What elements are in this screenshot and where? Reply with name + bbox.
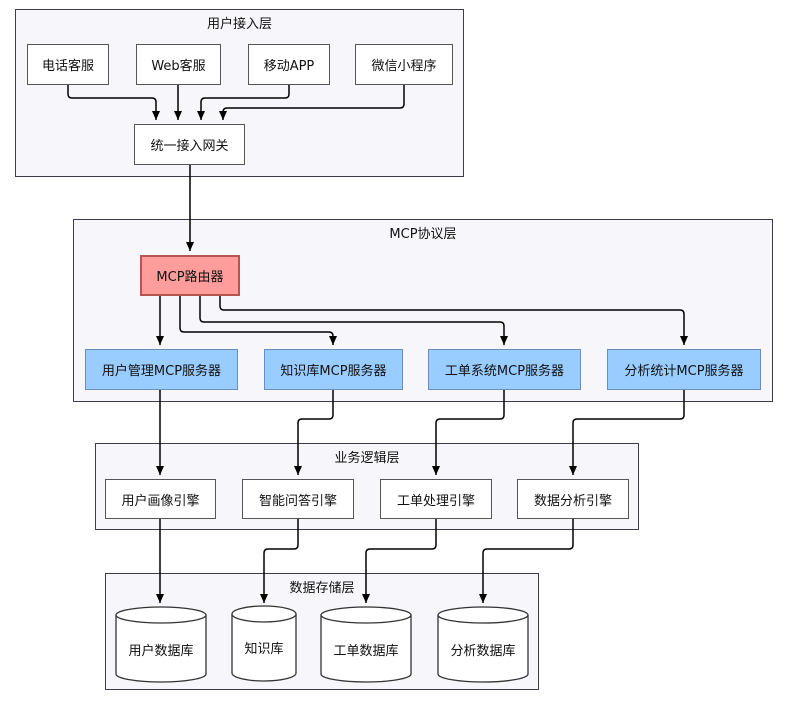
user-profile-engine-node[interactable]: 用户画像引擎 <box>105 479 216 519</box>
mobile-app-label: 移动APP <box>263 59 315 74</box>
analytics-db-label: 分析数据库 <box>450 643 516 659</box>
ticket-db-label: 工单数据库 <box>333 643 399 659</box>
user-db-cylinder <box>115 606 207 683</box>
smart-qa-engine-node[interactable]: 智能问答引擎 <box>242 479 354 519</box>
mcp-layer-title: MCP协议层 <box>389 227 457 242</box>
kb-db-node[interactable]: 知识库 <box>232 628 296 666</box>
kb-db-label: 知识库 <box>244 641 284 657</box>
user-db-label: 用户数据库 <box>128 643 194 659</box>
mcp-router-label: MCP路由器 <box>156 270 224 285</box>
ticket-engine-node[interactable]: 工单处理引擎 <box>380 479 492 519</box>
edge-router-analytics <box>219 296 688 345</box>
unified-gateway-node[interactable]: 统一接入网关 <box>134 124 245 165</box>
web-service-label: Web客服 <box>151 59 206 74</box>
access-layer-title: 用户接入层 <box>206 17 272 32</box>
ticket-db-node[interactable]: 工单数据库 <box>321 630 411 668</box>
edge-analyticsengine-analyticsdb <box>479 519 574 603</box>
phone-service-label: 电话客服 <box>41 59 94 74</box>
edge-phone-gateway <box>67 85 160 120</box>
phone-service-node[interactable]: 电话客服 <box>27 44 109 85</box>
storage-layer-title: 数据存储层 <box>289 581 355 596</box>
analytics-mcp-server-label: 分析统计MCP服务器 <box>624 364 744 379</box>
ticket-mcp-server-label: 工单系统MCP服务器 <box>444 364 565 379</box>
mobile-app-node[interactable]: 移动APP <box>248 44 330 85</box>
unified-gateway-label: 统一接入网关 <box>150 139 229 154</box>
edge-router-ticket <box>199 296 508 345</box>
analytics-engine-label: 数据分析引擎 <box>533 493 612 509</box>
edge-app-gateway <box>197 85 290 120</box>
user-db-node[interactable]: 用户数据库 <box>116 630 206 668</box>
business-layer-title: 业务逻辑层 <box>334 451 400 466</box>
edge-ticketengine-ticketdb <box>362 519 437 603</box>
kb-mcp-server-label: 知识库MCP服务器 <box>280 364 387 379</box>
edge-kb-qa <box>294 390 334 475</box>
ticket-db-cylinder <box>320 606 412 683</box>
edge-qa-kbdb <box>260 519 299 603</box>
kb-db-cylinder <box>231 605 297 682</box>
web-service-node[interactable]: Web客服 <box>136 44 221 85</box>
edge-wechat-gateway <box>219 85 405 120</box>
user-mcp-server-node[interactable]: 用户管理MCP服务器 <box>85 349 238 390</box>
analytics-engine-node[interactable]: 数据分析引擎 <box>517 479 629 519</box>
analytics-db-node[interactable]: 分析数据库 <box>438 630 528 668</box>
ticket-engine-label: 工单处理引擎 <box>396 493 475 509</box>
edge-router-kb <box>179 296 337 345</box>
ticket-mcp-server-node[interactable]: 工单系统MCP服务器 <box>428 349 581 390</box>
kb-mcp-server-node[interactable]: 知识库MCP服务器 <box>264 349 403 390</box>
mcp-router-node[interactable]: MCP路由器 <box>140 255 240 296</box>
user-profile-engine-label: 用户画像引擎 <box>121 493 200 509</box>
analytics-db-cylinder <box>437 606 529 683</box>
analytics-mcp-server-node[interactable]: 分析统计MCP服务器 <box>607 349 761 390</box>
wechat-miniprogram-label: 微信小程序 <box>371 59 437 74</box>
user-mcp-server-label: 用户管理MCP服务器 <box>101 364 222 379</box>
edge-ticket-engine <box>432 390 505 475</box>
edge-analytics-engine <box>569 390 685 475</box>
smart-qa-engine-label: 智能问答引擎 <box>258 493 337 509</box>
wechat-miniprogram-node[interactable]: 微信小程序 <box>355 44 453 85</box>
